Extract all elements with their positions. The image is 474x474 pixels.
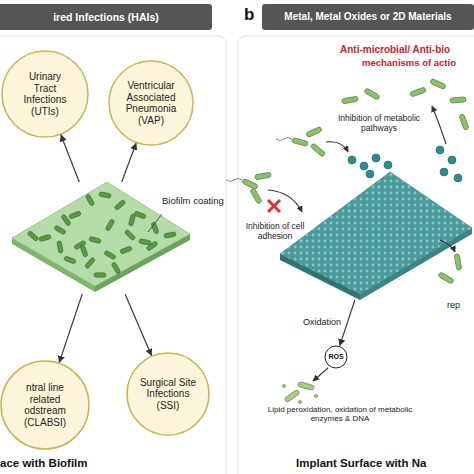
- bacterium: [430, 78, 447, 89]
- nanoparticle: [448, 156, 456, 164]
- cell-fragment: [299, 401, 302, 404]
- bacterium: [306, 126, 323, 137]
- connector-arrow: [61, 135, 79, 182]
- ros-circle: ROS: [324, 345, 348, 369]
- infection-name: Ventricular Associated Pneumonia (VAP): [118, 80, 184, 126]
- cross-mark: [268, 200, 280, 212]
- bacterium: [410, 87, 427, 97]
- bacterium: [310, 143, 325, 157]
- nanoparticle: [372, 154, 380, 162]
- damaged-bacteria: [283, 382, 318, 404]
- bacterium: [342, 96, 359, 104]
- mechanism-label: rep: [447, 300, 473, 310]
- nanoparticle-cluster: [348, 146, 462, 182]
- header-text: Metal, Metal Oxides or 2D Materials: [264, 11, 472, 23]
- biofilm-surface: Biofilm coatingace with Biofilm: [12, 182, 190, 294]
- circle-outline: [2, 51, 88, 137]
- bacterium: [242, 178, 259, 189]
- bacterium: [459, 114, 469, 131]
- mechanism-label: Inhibition of metabolic pathways: [336, 114, 422, 134]
- connector-arrow: [122, 143, 136, 182]
- connector-arrow: [59, 294, 82, 362]
- infection-circle: Ventricular Associated Pneumonia (VAP): [108, 60, 194, 146]
- header-text: ired Infections (HAIs): [4, 11, 209, 23]
- nanoparticle: [360, 162, 368, 170]
- infection-name: ntral line related odstream (CLABSI): [15, 382, 75, 428]
- curved-arrow: [326, 142, 348, 152]
- bacterium: [450, 97, 466, 103]
- nanoparticle: [436, 146, 444, 154]
- cell-fragment: [283, 385, 286, 388]
- bacterium: [255, 172, 272, 180]
- bacterium: [250, 188, 262, 204]
- edge-label: Oxidation: [291, 317, 341, 327]
- bacterium: [454, 254, 462, 271]
- panel-caption: Implant Surface with Na: [296, 457, 474, 470]
- surface-top: [280, 172, 472, 294]
- section-heading: mechanisms of actio: [362, 58, 474, 69]
- circle-outline: [127, 353, 209, 435]
- cross-mark: [268, 200, 280, 212]
- connector-arrow: [340, 300, 355, 346]
- panel-outline: [238, 36, 474, 474]
- implant-surface: Implant Surface with Na: [280, 172, 472, 300]
- bacterium: [284, 389, 300, 402]
- nanoparticle: [440, 168, 448, 176]
- nanoparticle: [454, 174, 462, 182]
- section-heading: Anti-microbial/ Anti-bio: [340, 44, 474, 56]
- flagellum: [276, 138, 292, 141]
- circle-outline: [1, 361, 89, 449]
- bacterium: [298, 382, 315, 391]
- infection-name: Surgical Site Infections (SSI): [137, 377, 199, 412]
- infection-circle: Urinary Tract Infections (UTIs): [1, 50, 89, 138]
- panel-caption: ace with Biofilm: [0, 457, 180, 470]
- nanoparticle: [384, 161, 392, 169]
- callout-label: Biofilm coating: [162, 196, 224, 207]
- node-shape: [280, 172, 472, 300]
- cell-fragment: [315, 395, 318, 398]
- nanoparticle: [348, 156, 356, 164]
- mechanism-label: Lipid peroxidation, oxidation of metabol…: [252, 405, 428, 423]
- panel-outline: [0, 36, 226, 474]
- infection-circle: Surgical Site Infections (SSI): [126, 352, 210, 436]
- nano-texture: [280, 172, 472, 294]
- ros-text: ROS: [324, 353, 348, 361]
- connector-arrow: [125, 294, 151, 355]
- curved-arrow: [268, 190, 302, 212]
- bacterium: [438, 272, 454, 284]
- infection-name: Urinary Tract Infections (UTIs): [18, 71, 72, 117]
- bacterium: [364, 88, 380, 100]
- infection-circle: ntral line related odstream (CLABSI): [0, 360, 90, 450]
- straight-arrow: [313, 368, 328, 381]
- bacterium: [292, 138, 309, 147]
- curved-arrow: [432, 106, 446, 144]
- mechanism-label: Inhibition of cell adhesion: [244, 222, 306, 242]
- panel-header: ired Infections (HAIs): [0, 4, 212, 30]
- circle-outline: [109, 61, 193, 145]
- circle-outline: [325, 346, 347, 368]
- nanoparticle: [366, 170, 374, 178]
- panel-header: Metal, Metal Oxides or 2D Materials: [262, 4, 474, 30]
- panel-letter: b: [244, 5, 260, 25]
- flagellum: [226, 179, 242, 182]
